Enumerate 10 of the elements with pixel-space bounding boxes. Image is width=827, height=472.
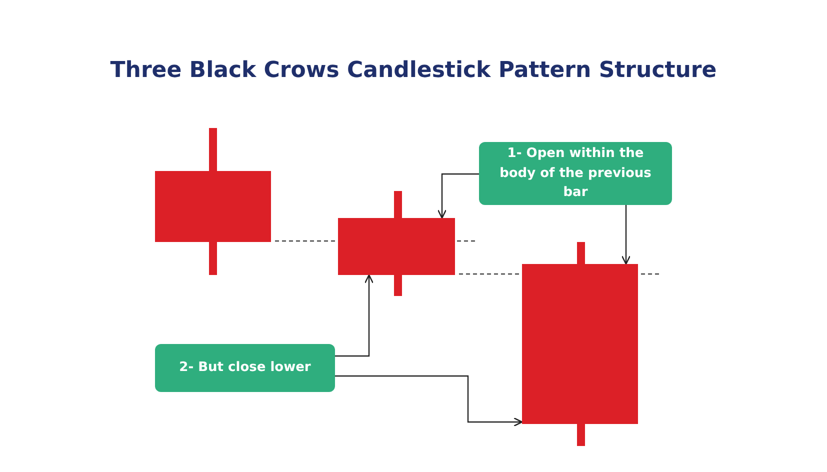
arrow	[335, 274, 374, 357]
candle-body	[522, 264, 638, 424]
callout-box: 1- Open within the body of the previous bar	[479, 142, 672, 205]
callout-box: 2- But close lower	[155, 344, 335, 392]
arrow	[335, 375, 523, 427]
diagram-title: Three Black Crows Candlestick Pattern Structure	[109, 58, 718, 83]
candle-body	[155, 171, 271, 242]
candle-body	[338, 218, 455, 275]
arrow	[437, 173, 479, 219]
arrow	[621, 205, 631, 265]
